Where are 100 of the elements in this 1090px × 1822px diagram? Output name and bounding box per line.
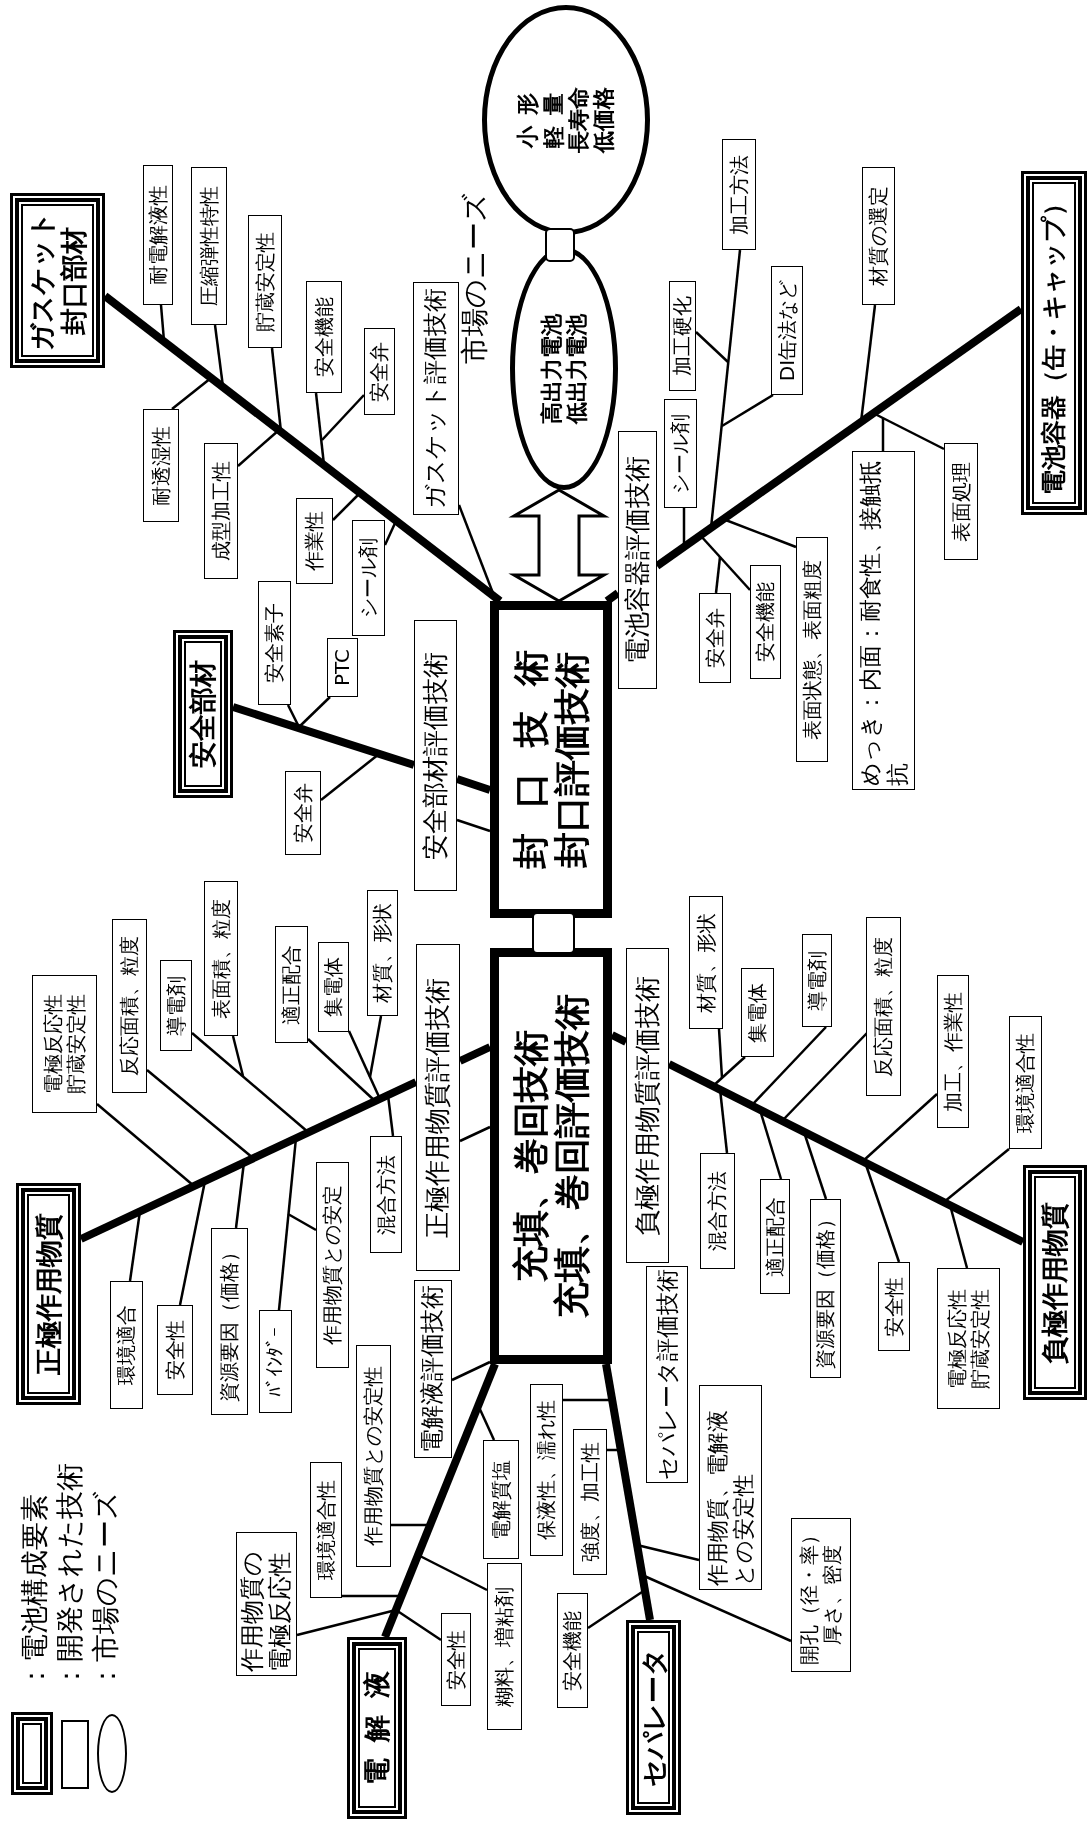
factor-label: 適正配合 [280, 944, 303, 1025]
factor-label: 貯蔵安定性 [64, 994, 88, 1094]
component-label: 封口部材 [57, 226, 89, 335]
bone-line [602, 1363, 654, 1621]
component-box [1023, 1165, 1087, 1400]
factor-label: 加工硬化 [671, 296, 694, 376]
factor-label: 材質、形状 [371, 903, 394, 1003]
factor-label: 作用物質、電解液との安定性 [705, 1409, 756, 1586]
factor-label: 環境適合性 [1014, 1032, 1037, 1133]
branch-line [459, 1125, 491, 1143]
technology-label: 充填、巻回技術 [509, 1030, 551, 1282]
branch-line [231, 1035, 245, 1077]
branch-line [717, 1028, 724, 1079]
branch-line [751, 1026, 827, 1106]
factor-box [204, 881, 238, 1036]
factor-label: 反応面積、粒度 [872, 936, 895, 1077]
factor-label: 強度、加工性 [578, 1442, 602, 1562]
factor-label: 安全機能 [312, 297, 336, 377]
factor-box [236, 1532, 297, 1676]
factor-label: ﾊﾞｲﾝﾀﾞｰ [264, 1326, 287, 1397]
factor-label: 混合方法 [374, 1154, 398, 1235]
factor-box [204, 443, 238, 579]
factor-box [852, 451, 915, 790]
factor-box [352, 520, 385, 636]
branch-line [712, 1056, 746, 1087]
factor-label: 表面状態、表面粗度 [800, 559, 824, 740]
factor-label: 導電剤 [805, 950, 829, 1011]
factor-label: 適正配合 [763, 1196, 787, 1277]
factor-box [1009, 1016, 1042, 1149]
branch-line [342, 1594, 401, 1598]
factor-label: 成型加工性 [209, 461, 233, 561]
branch-line [714, 556, 722, 594]
branch-line [320, 753, 380, 801]
factor-box [211, 1228, 248, 1415]
factor-box [275, 926, 308, 1043]
factor-box [557, 1593, 588, 1708]
factor-box [699, 1385, 762, 1590]
technology-box [490, 948, 612, 1364]
factor-box [664, 399, 697, 508]
bone-line [667, 1060, 1025, 1246]
technology-label: 封口評価技術 [551, 651, 593, 868]
branch-line [237, 429, 280, 467]
factor-box [878, 1262, 910, 1351]
branch-line [699, 534, 751, 591]
bone-line [458, 1043, 492, 1065]
technology-box [490, 601, 612, 918]
factor-box [160, 960, 192, 1051]
evaluation-box [646, 1266, 688, 1483]
needs-label: 高出力電池 [538, 313, 564, 424]
factor-label: 表面積、粒度 [209, 898, 233, 1019]
factor-label: 混合方法 [706, 1171, 729, 1251]
factor-label: 電解質塩 [489, 1459, 513, 1540]
heading-label: 市場のニーズ [460, 193, 491, 364]
factor-box [802, 934, 832, 1027]
factor-box [191, 167, 227, 325]
factor-box [316, 1162, 349, 1368]
component-label: 負極作用物質 [1039, 1201, 1071, 1364]
factor-label: めっき：内面：耐食性、接触抵抗 [857, 460, 910, 786]
factor-label: シール剤 [357, 538, 380, 618]
factor-label: 電極反応性 [41, 994, 65, 1094]
factor-label: 安全弁 [703, 608, 727, 668]
factor-label: 電極反応性 [945, 1288, 969, 1389]
factor-box [143, 165, 173, 305]
joint-box [532, 912, 575, 954]
factor-box [741, 968, 774, 1057]
factor-box [699, 593, 731, 683]
branch-line [368, 1015, 383, 1078]
component-box [626, 1620, 681, 1815]
factor-box [530, 1384, 563, 1556]
factor-box [112, 919, 147, 1093]
factor-box [689, 896, 723, 1029]
branch-line [563, 1398, 612, 1402]
factor-box [306, 281, 342, 393]
factor-box [285, 771, 321, 855]
factor-label: 耐透湿性 [149, 425, 173, 506]
branch-line [332, 492, 361, 521]
bone-line [455, 775, 492, 794]
component-box [173, 630, 233, 798]
technology-label: 充填、巻回評価技術 [551, 994, 593, 1318]
bone-line [79, 1078, 418, 1243]
factor-box [760, 1179, 790, 1294]
factor-box [143, 409, 179, 522]
technology-label: 封口技術 [509, 624, 551, 872]
component-label: セパレータ [638, 1648, 670, 1787]
component-label: 正極作用物質 [32, 1213, 64, 1375]
factor-label: 作用物質の電極反応性 [238, 1550, 295, 1672]
evaluation-label: セパレータ評価技術 [653, 1269, 681, 1480]
branch-line [943, 1148, 1010, 1203]
factor-label: 耐電解液性 [146, 185, 170, 285]
legend-text: ：電池構成要素 [20, 1494, 51, 1690]
branch-line [781, 1032, 868, 1122]
component-box [347, 1637, 407, 1819]
factor-label: 安全性 [444, 1629, 468, 1690]
factor-box [327, 638, 358, 697]
factor-label: 安全機能 [754, 582, 777, 662]
branch-line [307, 1038, 376, 1102]
factor-label: 保液性、濡れ性 [535, 1400, 558, 1540]
factor-box [862, 167, 895, 305]
factor-box [866, 917, 901, 1096]
branch-line [171, 377, 212, 410]
